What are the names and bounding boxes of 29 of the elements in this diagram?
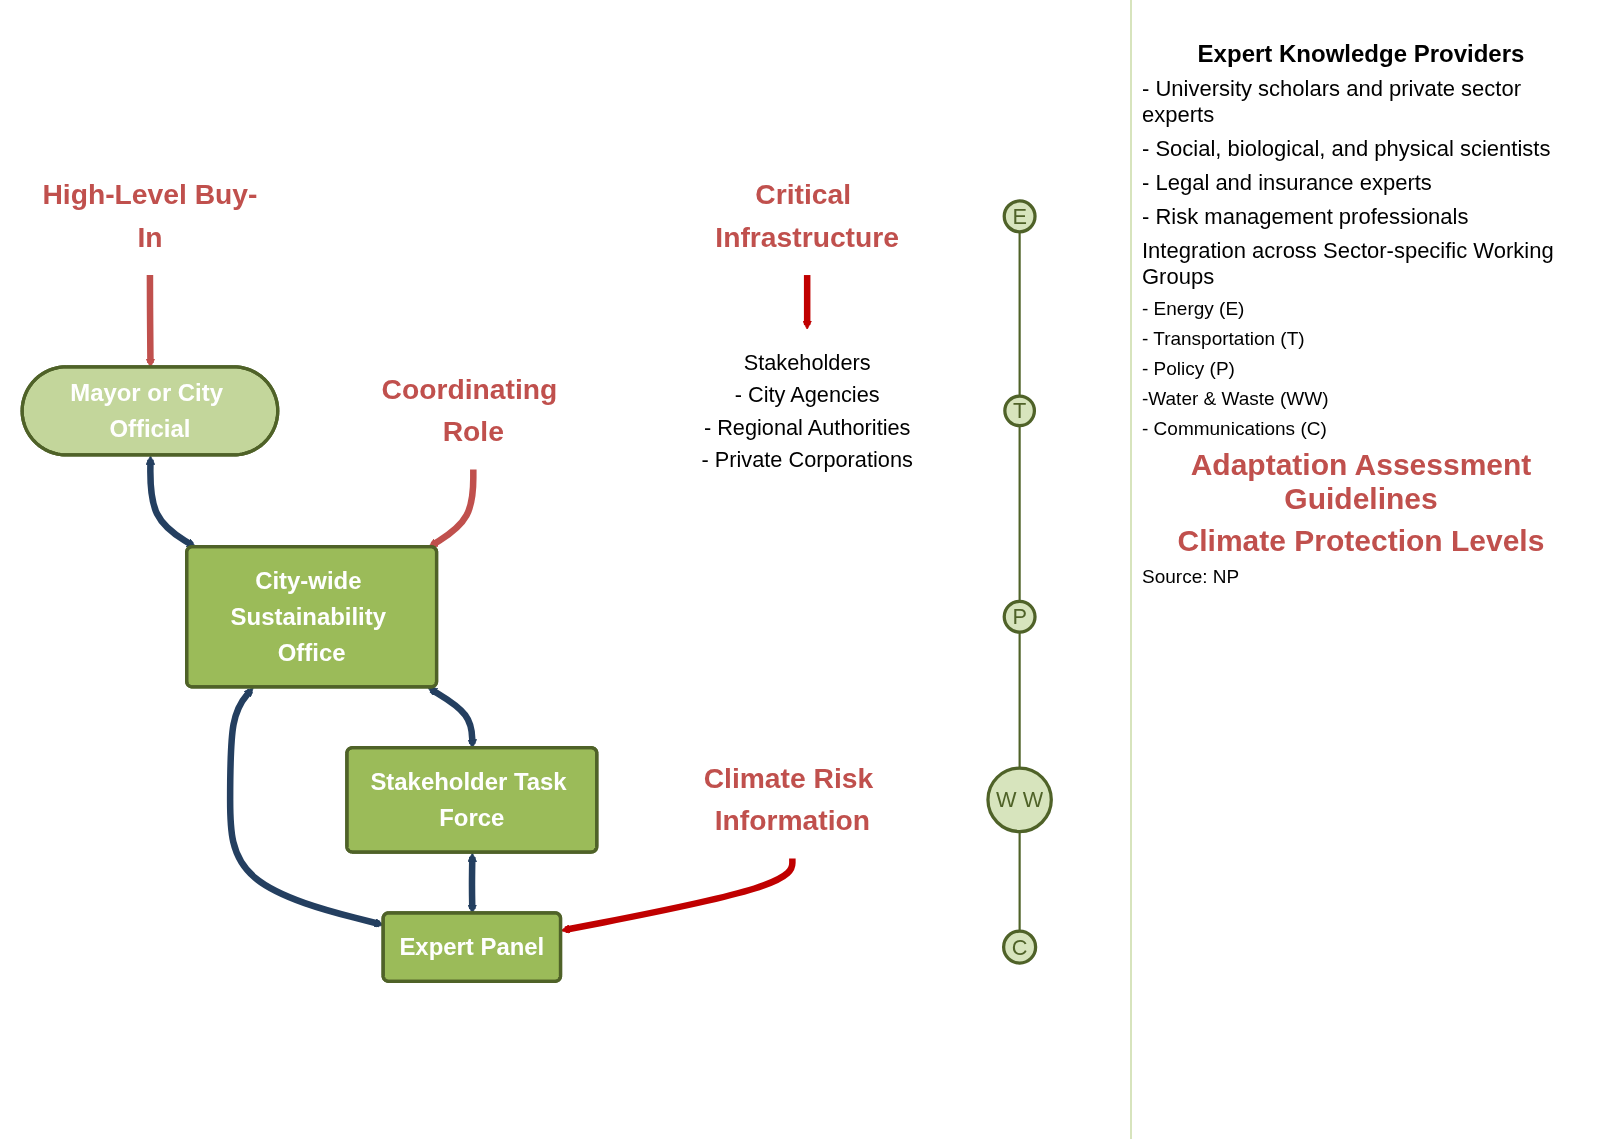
heading-text: Adaptation Assessment Guidelines [1189,448,1533,516]
arrow [428,469,477,548]
caption-text: Integration across Sector-specific Working Groups [1142,238,1555,290]
list-item: - Policy (P) [1142,358,1236,380]
connector [1018,231,1021,397]
node-circle: E [1002,199,1037,234]
node-text: High-Level Buy-In [42,178,258,254]
list-item: - Legal and insurance experts [1142,170,1433,196]
node-text: Stakeholders - City Agencies - Regional Authorities - Private Corporations [701,350,913,472]
section-heading: Expert Knowledge Providers [1196,40,1526,68]
list-item: - Communications (C) [1142,418,1328,440]
node-circle: W W [986,766,1053,834]
list-item: - Energy (E) [1142,298,1246,320]
list-item: -Water & Waste (WW) [1142,388,1330,410]
list-item: - University scholars and private sector experts [1142,76,1523,128]
heading-text: Climate Protection Levels [1176,524,1546,558]
node-text: Climate Risk Information [703,761,874,837]
node-circle: C [1002,929,1038,965]
connector [1018,831,1021,932]
list-item: - Risk management professionals [1142,204,1470,230]
node-text: Coordinating Role [381,372,558,448]
node-circle: T [1003,394,1037,428]
node-circle: P [1002,599,1037,634]
list-item: - Transportation (T) [1142,328,1306,350]
node-text: Critical Infrastructure [715,178,899,254]
connector [1018,632,1021,769]
connector [1018,425,1021,602]
source-note: Source: NP [1142,566,1241,588]
list-item: - Social, biological, and physical scientists [1142,136,1552,162]
